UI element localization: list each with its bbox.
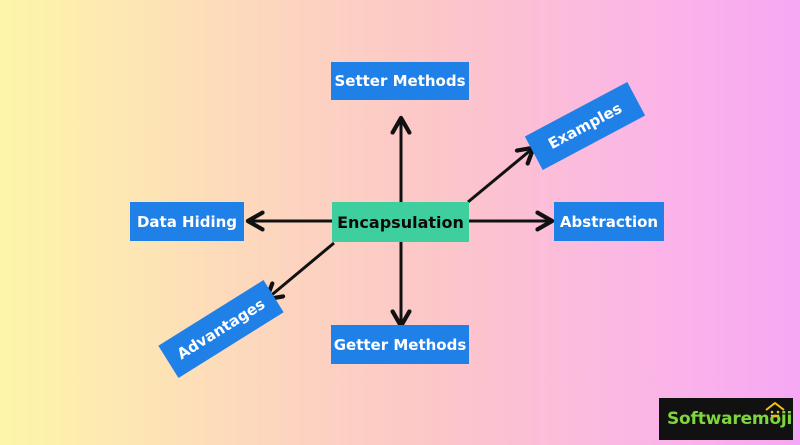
node-abstraction: Abstraction <box>554 202 664 241</box>
brand-logo-text: Softwaremoji <box>667 409 793 429</box>
arrow-to-examples <box>467 145 536 204</box>
node-getter-methods: Getter Methods <box>331 325 469 364</box>
node-setter-methods: Setter Methods <box>331 62 469 100</box>
brand-logo: Softwaremoji <box>659 398 793 440</box>
node-data-hiding: Data Hiding <box>130 202 244 241</box>
node-encapsulation: Encapsulation <box>332 202 469 242</box>
arrow-to-advantages <box>264 241 335 302</box>
smiley-house-icon <box>765 402 785 418</box>
